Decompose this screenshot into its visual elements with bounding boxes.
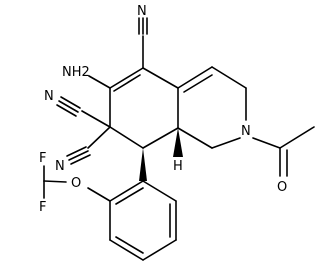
- bond-ar6-o: [87, 187, 111, 202]
- bond-c4-c3: [211, 66, 247, 89]
- atom-label-n-nitrile-top: N: [137, 4, 147, 19]
- atom-label-n-nitrile-lower: N: [55, 159, 65, 174]
- atom-label-nh2: NH2: [62, 65, 90, 80]
- bond-ar4-ar5: [109, 239, 144, 261]
- bond-nitrile-upper-b: [58, 100, 79, 113]
- bond-c5-c6-double: [113, 74, 141, 92]
- bond-c5-c6: [109, 67, 144, 89]
- bond-ar6-ar1-inner: [115, 187, 144, 205]
- atom-label-o-ether: O: [71, 176, 81, 191]
- bond-c8-c8a: [142, 127, 179, 149]
- bond-ar1-ar2: [142, 180, 177, 202]
- bond-n2-c1: [211, 137, 241, 149]
- bond-c4a-c4-double: [183, 74, 213, 93]
- bond-ar4-ar5-inner: [115, 236, 144, 254]
- bond-nitrile-upper-c: [56, 104, 77, 117]
- bond-c7-cn-lower: [87, 126, 111, 149]
- bond-nitrile-lower-b: [68, 150, 89, 161]
- bond-c4a-c5: [142, 67, 179, 89]
- bond-c6-nh2: [88, 75, 111, 89]
- atom-label-o-acetyl: O: [277, 180, 287, 195]
- atom-label-f-bottom: F: [39, 200, 46, 215]
- bond-c4a-c4: [177, 66, 213, 89]
- bond-ar3-ar4: [142, 239, 177, 261]
- atom-label-f-top: F: [39, 151, 46, 166]
- atom-label-n-ring: N: [241, 124, 251, 139]
- wedge-c8-aryl: [139, 148, 147, 181]
- bond-ar6-ar1: [109, 180, 144, 202]
- bond-c7-c8: [109, 126, 144, 149]
- bond-o-chf2: [43, 180, 67, 183]
- bond-c1-c8a: [177, 127, 213, 149]
- bond-c7-cn-upper: [81, 110, 111, 128]
- wedge-c8a-h: [173, 128, 183, 157]
- atom-label-h-stereo: H: [173, 159, 183, 174]
- bond-nitrile-upper-a: [60, 96, 81, 109]
- bond-nitrile-lower-c: [70, 154, 91, 165]
- bond-nitrile-lower-a: [66, 146, 87, 157]
- atom-label-n-nitrile-upper: N: [44, 89, 54, 104]
- bond-cacyl-methyl: [279, 126, 315, 149]
- bond-n2-cacyl: [252, 137, 281, 149]
